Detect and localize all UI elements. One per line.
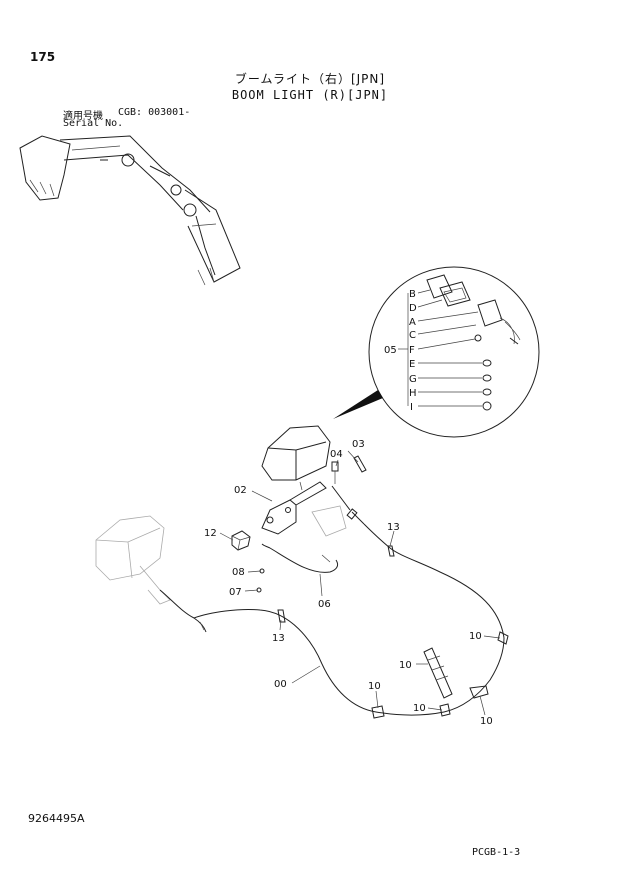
callout-02: 02 [234,485,247,496]
detail-letter: B [409,289,416,300]
detail-letter: I [410,402,413,413]
document-number: 9264495A [28,812,85,825]
callout-10: 10 [469,631,482,642]
main-harness [159,485,509,719]
callout-numbers: 03 04 02 12 08 07 06 13 13 00 05 10 10 1… [204,345,493,727]
page-code: PCGB-1-3 [472,847,521,858]
bracket [261,481,347,537]
callout-08: 08 [232,567,245,578]
callout-03: 03 [352,439,365,450]
boom-light-lamp [261,425,367,491]
callout-00: 00 [274,679,287,690]
callout-06: 06 [318,599,331,610]
callout-10: 10 [480,716,493,727]
detail-letter: F [409,345,415,356]
detail-letter: H [409,388,417,399]
callout-13: 13 [272,633,285,644]
excavator-arm-overview [19,135,241,286]
callout-10: 10 [368,681,381,692]
callout-04: 04 [330,449,343,460]
callout-leaders [219,450,501,716]
rubber-block [231,530,251,551]
detail-letter: E [409,359,415,370]
callout-05: 05 [384,345,397,356]
title-english: BOOM LIGHT (R)[JPN] [231,88,389,102]
serial-code: CGB: 003001- [118,107,191,118]
page-number: 175 [30,50,56,64]
work-lamp-outline [95,515,171,605]
callout-10: 10 [399,660,412,671]
title-japanese: ブームライト（右）[JPN] [234,72,386,86]
serial-label-japanese: 適用号機 [63,111,103,122]
detail-letter: D [409,303,417,314]
detail-letter: G [409,374,417,385]
callout-13: 13 [387,522,400,533]
sub-harness [256,543,339,593]
detail-letter: C [409,330,416,341]
callout-12: 12 [204,528,217,539]
serial-label-english: Serial No. [63,118,124,129]
detail-letter-labels: B D A C F E G H I [409,289,417,413]
callout-07: 07 [229,587,242,598]
detail-letter: A [409,317,416,328]
callout-10: 10 [413,703,426,714]
detail-view [333,266,540,438]
